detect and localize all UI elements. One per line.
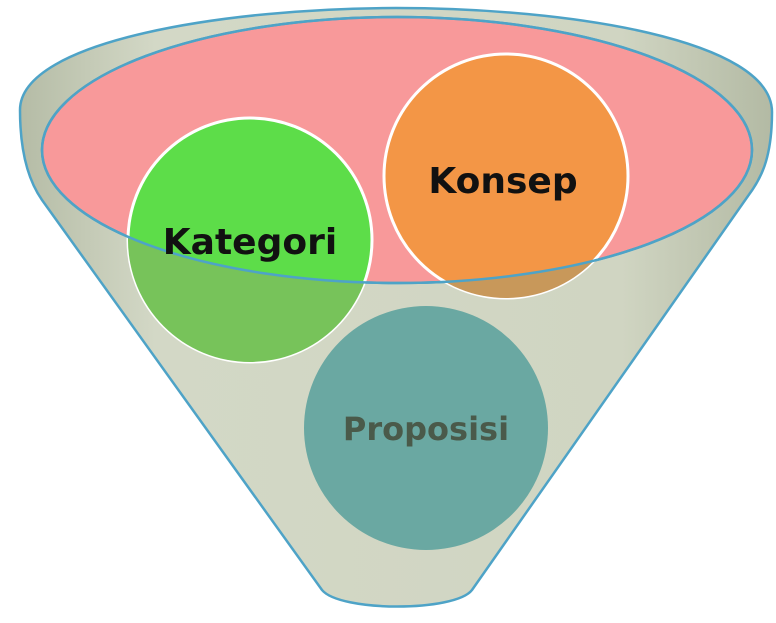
funnel-rim-outline [40, 15, 754, 285]
proposisi-circle [304, 306, 548, 550]
kategori-label: Kategori [163, 222, 337, 263]
konsep-label: Konsep [428, 161, 577, 202]
proposisi-label: Proposisi [343, 410, 509, 448]
